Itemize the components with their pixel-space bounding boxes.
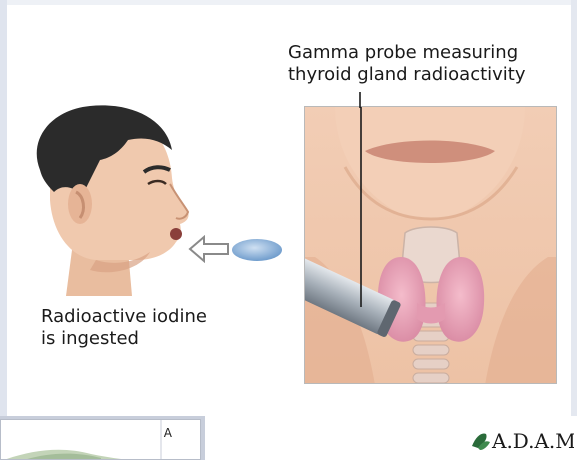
left-edge — [0, 0, 7, 416]
svg-text:A.D.A.M.: A.D.A.M. — [491, 429, 574, 453]
iodine-label: Radioactive iodine is ingested — [41, 306, 207, 349]
probe-label: Gamma probe measuring thyroid gland radi… — [288, 42, 526, 85]
probe-label-line2: thyroid gland radioactivity — [288, 64, 526, 86]
pill-icon — [230, 236, 284, 264]
thyroid-right-lobe — [437, 257, 485, 342]
top-edge — [0, 0, 577, 5]
adam-logo: A.D.A.M. — [470, 426, 574, 454]
probe-label-line1: Gamma probe measuring — [288, 42, 526, 64]
iodine-label-line1: Radioactive iodine — [41, 306, 207, 328]
thumbnail-panel[interactable]: A — [0, 419, 201, 460]
arrow-left-icon — [188, 235, 230, 263]
neck-thyroid-illustration — [305, 107, 557, 384]
thyroid-panel — [304, 106, 557, 384]
mouth — [170, 228, 182, 240]
right-edge — [571, 0, 577, 416]
label-pointer-line — [358, 92, 362, 108]
iodine-label-line2: is ingested — [41, 328, 207, 350]
thumbnail-letter: A — [164, 426, 172, 440]
head-illustration — [10, 100, 200, 300]
